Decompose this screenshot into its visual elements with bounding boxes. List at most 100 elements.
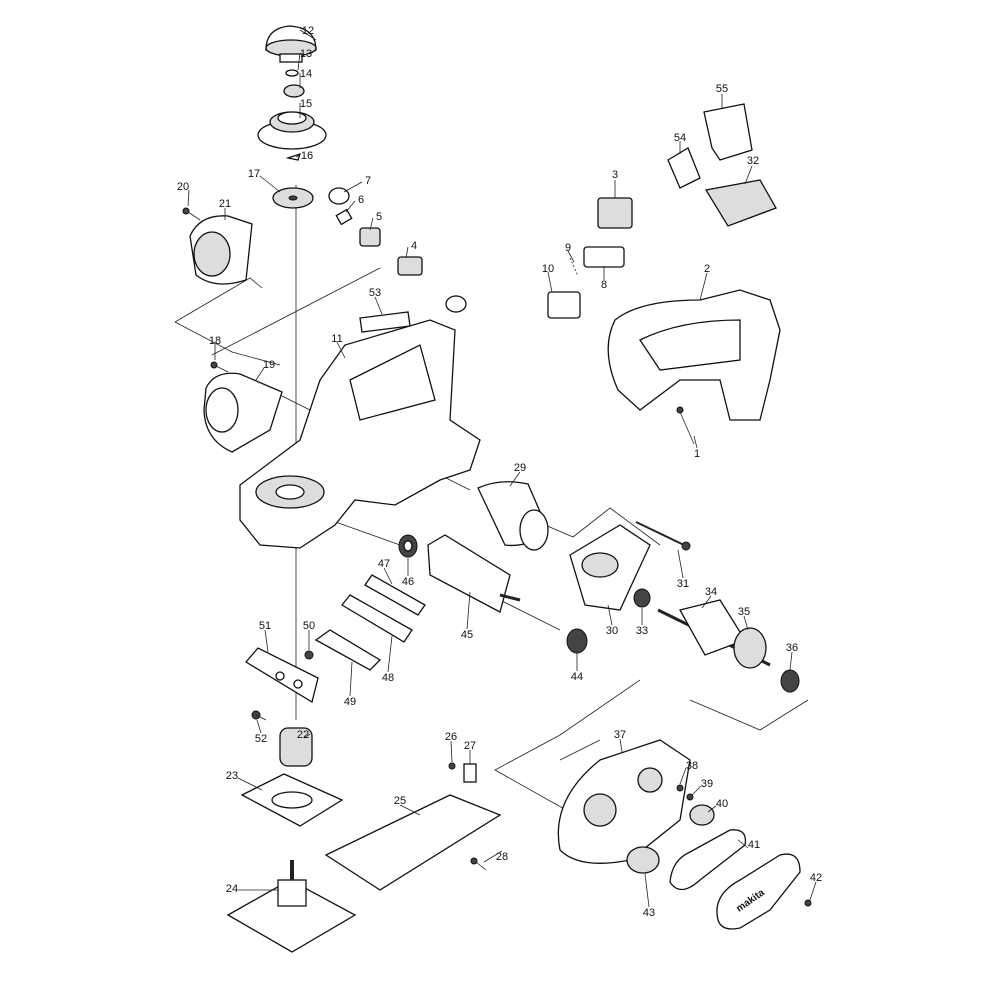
label-35: 35 bbox=[738, 606, 750, 618]
part-18-screw bbox=[210, 361, 229, 373]
part-26-27-parts bbox=[448, 762, 477, 783]
leader-lines bbox=[187, 29, 817, 908]
label-18: 18 bbox=[209, 335, 221, 347]
label-25: 25 bbox=[394, 795, 406, 807]
label-48: 48 bbox=[382, 672, 394, 684]
part-16-spring-plate bbox=[285, 152, 302, 161]
part-5-holder bbox=[359, 227, 381, 247]
label-17: 17 bbox=[248, 168, 260, 180]
part-36-bearing bbox=[780, 669, 800, 693]
label-41: 41 bbox=[748, 839, 760, 851]
part-47-blade-plate bbox=[364, 574, 426, 616]
label-6: 6 bbox=[358, 194, 364, 206]
label-11: 11 bbox=[331, 333, 342, 345]
label-20: 20 bbox=[177, 181, 189, 193]
label-30: 30 bbox=[606, 625, 618, 637]
label-42: 42 bbox=[810, 872, 822, 884]
label-2: 2 bbox=[704, 263, 710, 275]
part-22-spring bbox=[279, 727, 313, 767]
label-55: 55 bbox=[716, 83, 728, 95]
label-43: 43 bbox=[643, 907, 655, 919]
label-16: 16 bbox=[301, 150, 313, 162]
label-33: 33 bbox=[636, 625, 648, 637]
part-13-washer bbox=[285, 69, 299, 77]
part-37-gear-cover bbox=[557, 739, 691, 864]
part-20-screw bbox=[182, 207, 201, 221]
part-41-belt bbox=[669, 829, 747, 891]
label-52: 52 bbox=[255, 733, 267, 745]
label-8: 8 bbox=[601, 279, 607, 291]
label-53: 53 bbox=[369, 287, 381, 299]
part-23-plate bbox=[240, 773, 344, 827]
part-31-bolt bbox=[635, 521, 691, 551]
label-50: 50 bbox=[303, 620, 315, 632]
label-44: 44 bbox=[571, 671, 583, 683]
part-labels: 1 2 3 4 5 6 7 8 9 10 11 12 13 14 15 16 1… bbox=[177, 25, 822, 919]
label-1: 1 bbox=[694, 448, 700, 460]
part-10-lock bbox=[547, 291, 581, 319]
part-49-adjust-plate bbox=[314, 629, 382, 671]
label-15: 15 bbox=[300, 98, 312, 110]
label-34: 34 bbox=[705, 586, 717, 598]
part-30-bracket bbox=[569, 524, 651, 611]
part-6-brush bbox=[335, 208, 353, 226]
part-43-pulley bbox=[626, 846, 660, 874]
part-28-screw bbox=[470, 857, 487, 871]
label-40: 40 bbox=[716, 798, 728, 810]
label-12: 12 bbox=[302, 25, 314, 37]
part-42-screw bbox=[804, 899, 812, 907]
label-51: 51 bbox=[259, 620, 271, 632]
part-34-35-armature bbox=[657, 599, 771, 669]
part-3-switch bbox=[597, 197, 633, 229]
part-14-nut bbox=[283, 84, 305, 98]
part-25-rear-base bbox=[324, 794, 502, 891]
label-26: 26 bbox=[445, 731, 457, 743]
part-7-cap bbox=[328, 187, 350, 205]
label-28: 28 bbox=[496, 851, 508, 863]
part-39-pin bbox=[686, 793, 694, 801]
label-9: 9 bbox=[565, 242, 571, 254]
part-12-knob bbox=[265, 25, 317, 63]
label-19: 19 bbox=[263, 359, 275, 371]
label-54: 54 bbox=[674, 132, 686, 144]
label-21: 21 bbox=[219, 198, 231, 210]
part-44-bearing bbox=[566, 628, 588, 654]
part-33-bearing bbox=[633, 588, 651, 608]
part-51-cover bbox=[245, 647, 319, 704]
label-38: 38 bbox=[686, 760, 698, 772]
part-2-handle bbox=[607, 289, 781, 421]
part-24-front-base bbox=[226, 860, 357, 953]
label-47: 47 bbox=[378, 558, 390, 570]
part-15-depth-ring bbox=[257, 111, 327, 150]
label-4: 4 bbox=[411, 240, 417, 252]
label-10: 10 bbox=[542, 263, 554, 275]
label-37: 37 bbox=[614, 729, 626, 741]
part-54-cylinder bbox=[667, 147, 701, 189]
label-45: 45 bbox=[461, 629, 473, 641]
label-36: 36 bbox=[786, 642, 798, 654]
part-11-housing bbox=[239, 319, 481, 549]
part-55-terminal bbox=[703, 103, 753, 161]
label-13: 13 bbox=[300, 48, 312, 60]
part-38-screw bbox=[676, 784, 684, 792]
part-48-set-plate bbox=[341, 594, 413, 643]
part-4-holder bbox=[397, 256, 467, 313]
label-27: 27 bbox=[464, 740, 476, 752]
part-45-drum bbox=[427, 534, 521, 613]
label-29: 29 bbox=[514, 462, 526, 474]
label-14: 14 bbox=[300, 68, 312, 80]
label-32: 32 bbox=[747, 155, 759, 167]
label-46: 46 bbox=[402, 576, 414, 588]
part-46-bearing bbox=[398, 534, 418, 558]
part-9-spring bbox=[569, 257, 579, 277]
label-3: 3 bbox=[612, 169, 618, 181]
part-32-cover bbox=[704, 179, 777, 227]
label-22: 22 bbox=[297, 729, 309, 741]
label-23: 23 bbox=[226, 770, 238, 782]
label-31: 31 bbox=[677, 578, 689, 590]
part-29-magnet bbox=[477, 481, 549, 551]
part-21-fan-cover bbox=[189, 215, 253, 285]
label-7: 7 bbox=[365, 175, 371, 187]
